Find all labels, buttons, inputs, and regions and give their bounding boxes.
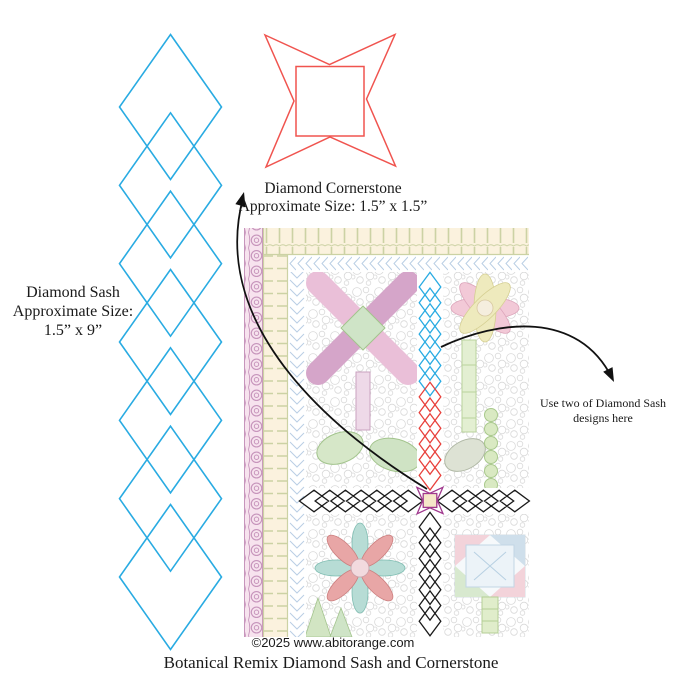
annotation-line1: Use two of Diamond Sash [540,396,666,410]
quilt-sash-blue [418,271,442,397]
cornerstone-label-line2: Approximate Size: 1.5” x 1.5” [238,198,428,216]
cornerstone-star-outline [263,32,397,169]
quilt-preview [244,228,531,637]
diamond-sash-design [118,33,223,651]
quilt-top-border [263,228,529,255]
diamond-cornerstone-design [263,32,397,169]
arrow-to-sash-location [440,325,614,382]
copyright-text: ©2025 www.abitorange.com [251,635,415,650]
sash-label-line2: Approximate Size: [12,302,134,320]
quilt-pink-border [244,228,263,637]
quilt-sash-black-vertical [418,511,442,637]
quilt-sash-black-left [298,489,424,513]
diamond-cornerstone-label: Diamond Cornerstone Approximate Size: 1.… [233,180,433,217]
arrowhead-icon [235,192,246,207]
quilt-blocks [306,272,526,637]
quilt-chevron-left [288,272,306,637]
quilt-chevron-top [288,255,529,272]
sash-placement-annotation: Use two of Diamond Sash designs here [523,396,683,426]
cornerstone-square-outline [295,65,365,137]
arrowhead-icon [603,367,614,382]
vertical-sash-lane [417,272,443,637]
medallion-block [454,534,526,634]
flower-block [450,273,520,433]
quilt-cornerstone [415,485,445,516]
quilt-sash-black-right [436,489,531,513]
diamond-sash-label: Diamond Sash Approximate Size: 1.5” x 9” [2,284,144,341]
star-block [314,522,406,614]
quilt-left-border [263,255,288,637]
arrow-to-cornerstone [235,192,428,490]
design-caption: Botanical Remix Diamond Sash and Corners… [163,653,499,672]
cornerstone-label-line1: Diamond Cornerstone [264,180,402,197]
horizontal-sash-lane [306,488,529,514]
annotation-line2: designs here [573,411,633,425]
quilt-sash-red [418,381,442,492]
sash-label-line3: 1.5” x 9” [43,321,103,339]
sash-label-line1: Diamond Sash [26,284,120,301]
